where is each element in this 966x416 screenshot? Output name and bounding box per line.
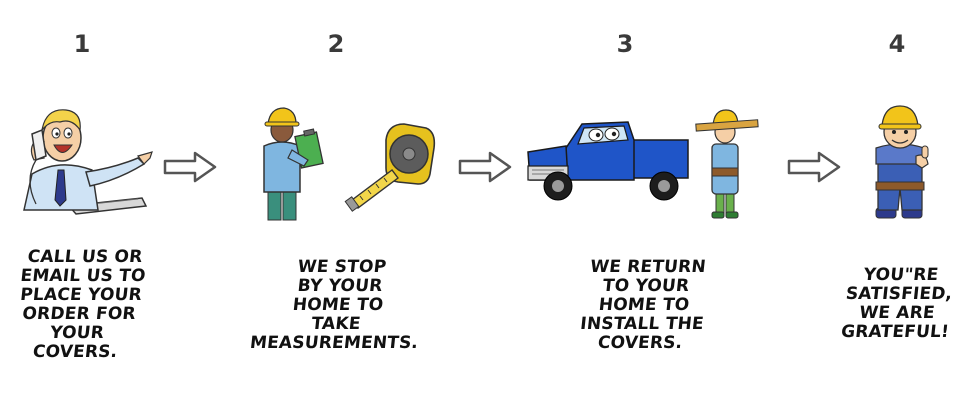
arrow-right-icon — [163, 151, 217, 183]
step-caption-1: CALL US OR EMAIL US TO PLACE YOUR ORDER … — [19, 247, 147, 362]
step-number-1: 1 — [73, 30, 91, 58]
worker-with-clipboard-and-tape-measure-icon — [263, 107, 436, 221]
worker-thumbs-up-icon — [875, 105, 929, 219]
step-number-3: 3 — [616, 30, 634, 58]
man-on-phone-icon — [23, 109, 153, 215]
pickup-truck-and-carpenter-icon — [527, 109, 759, 219]
step-caption-2: WE STOP BY YOUR HOME TO TAKE MEASUREMENT… — [248, 257, 420, 353]
arrow-right-icon — [458, 151, 512, 183]
step-caption-4: YOU"RE SATISFIED, WE ARE GRATEFUL! — [840, 265, 954, 342]
step-number-2: 2 — [327, 30, 345, 58]
arrow-right-icon — [787, 151, 841, 183]
step-caption-3: WE RETURN TO YOUR HOME TO INSTALL THE CO… — [579, 257, 707, 353]
step-number-4: 4 — [888, 30, 906, 58]
